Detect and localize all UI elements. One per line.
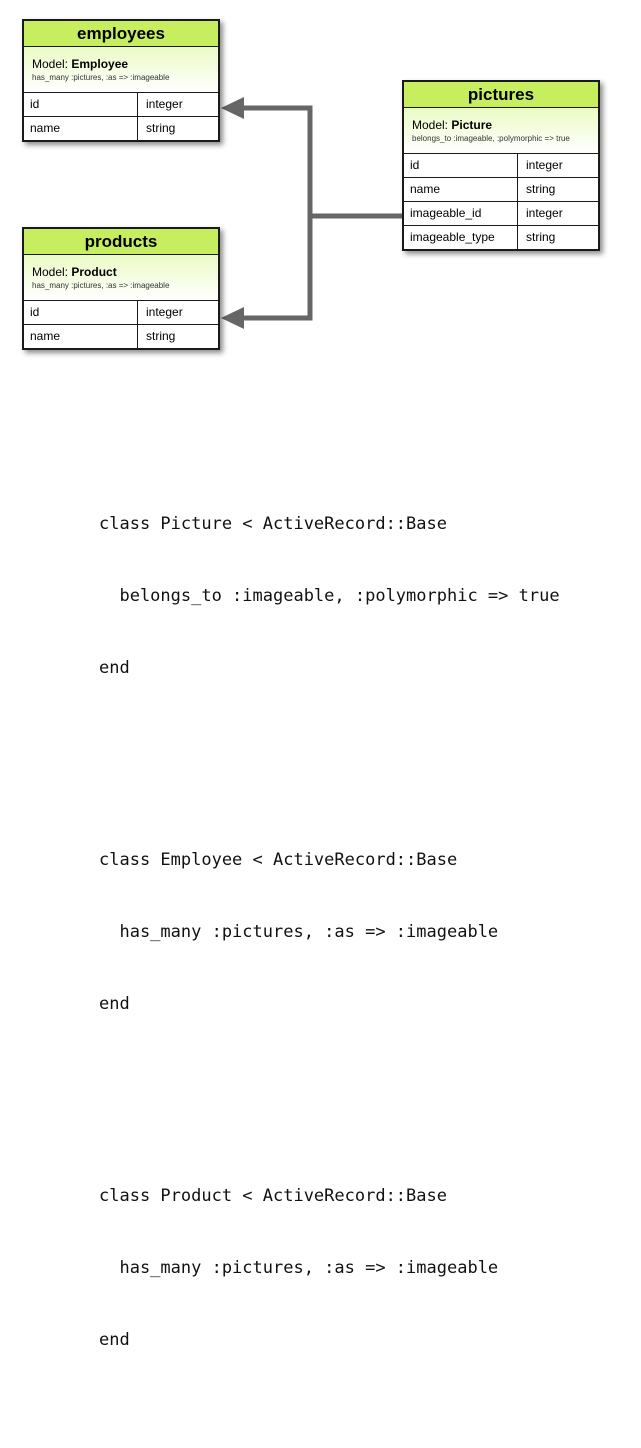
column-name: imageable_type xyxy=(404,226,518,249)
column-type: string xyxy=(526,230,556,244)
table-row: imageable_id integer xyxy=(404,202,598,226)
model-name: Employee xyxy=(71,57,129,71)
column-type: integer xyxy=(526,206,563,220)
column-name: name xyxy=(24,117,138,140)
code-line: has_many :pictures, :as => :imageable xyxy=(99,1258,499,1278)
table-title: employees xyxy=(24,21,218,47)
connector-to-products xyxy=(238,216,313,321)
code-block-employee: class Employee < ActiveRecord::Base has_… xyxy=(99,800,560,1064)
column-type: string xyxy=(146,121,176,135)
association-text: belongs_to :imageable, :polymorphic => t… xyxy=(412,134,570,143)
code-line: end xyxy=(99,994,130,1014)
table-title: products xyxy=(24,229,218,255)
model-info: Model: Employee has_many :pictures, :as … xyxy=(24,47,218,93)
model-name: Product xyxy=(71,265,117,279)
table-row: name string xyxy=(404,178,598,202)
model-line: Model: Employee xyxy=(32,57,210,72)
table-row: name string xyxy=(24,117,218,140)
table-row: id integer xyxy=(404,154,598,178)
model-line: Model: Picture xyxy=(412,118,590,133)
table-row: name string xyxy=(24,325,218,348)
pictures-table: pictures Model: Picture belongs_to :imag… xyxy=(402,80,600,251)
employees-table: employees Model: Employee has_many :pict… xyxy=(22,19,220,142)
arrowhead-products xyxy=(221,307,244,329)
column-name: id xyxy=(404,154,518,177)
connector-lines xyxy=(221,97,402,329)
code-line: class Product < ActiveRecord::Base xyxy=(99,1186,447,1206)
table-title: pictures xyxy=(404,82,598,108)
connector-to-employees xyxy=(238,105,313,216)
table-row: id integer xyxy=(24,301,218,325)
column-type: integer xyxy=(146,305,183,319)
model-label: Model: xyxy=(32,265,72,279)
model-label: Model: xyxy=(32,57,72,71)
code-line: end xyxy=(99,1330,130,1350)
model-info: Model: Product has_many :pictures, :as =… xyxy=(24,255,218,301)
model-name: Picture xyxy=(451,118,493,132)
code-line: has_many :pictures, :as => :imageable xyxy=(99,922,499,942)
association-text: has_many :pictures, :as => :imageable xyxy=(32,73,170,82)
column-type: string xyxy=(526,182,556,196)
code-listing: class Picture < ActiveRecord::Base belon… xyxy=(99,416,560,1448)
model-info: Model: Picture belongs_to :imageable, :p… xyxy=(404,108,598,154)
column-type: integer xyxy=(526,158,563,172)
code-line: class Employee < ActiveRecord::Base xyxy=(99,850,458,870)
code-line: class Picture < ActiveRecord::Base xyxy=(99,514,447,534)
products-table: products Model: Product has_many :pictur… xyxy=(22,227,220,350)
table-row: imageable_type string xyxy=(404,226,598,249)
column-name: name xyxy=(24,325,138,348)
model-line: Model: Product xyxy=(32,265,210,280)
arrowhead-employees xyxy=(221,97,244,119)
column-name: imageable_id xyxy=(404,202,518,225)
association-text: has_many :pictures, :as => :imageable xyxy=(32,281,170,290)
code-line: end xyxy=(99,658,130,678)
model-label: Model: xyxy=(412,118,452,132)
column-name: id xyxy=(24,301,138,324)
column-type: integer xyxy=(146,97,183,111)
column-name: id xyxy=(24,93,138,116)
code-line: belongs_to :imageable, :polymorphic => t… xyxy=(99,586,560,606)
column-type: string xyxy=(146,329,176,343)
table-row: id integer xyxy=(24,93,218,117)
column-name: name xyxy=(404,178,518,201)
code-block-product: class Product < ActiveRecord::Base has_m… xyxy=(99,1136,560,1400)
code-block-picture: class Picture < ActiveRecord::Base belon… xyxy=(99,464,560,728)
